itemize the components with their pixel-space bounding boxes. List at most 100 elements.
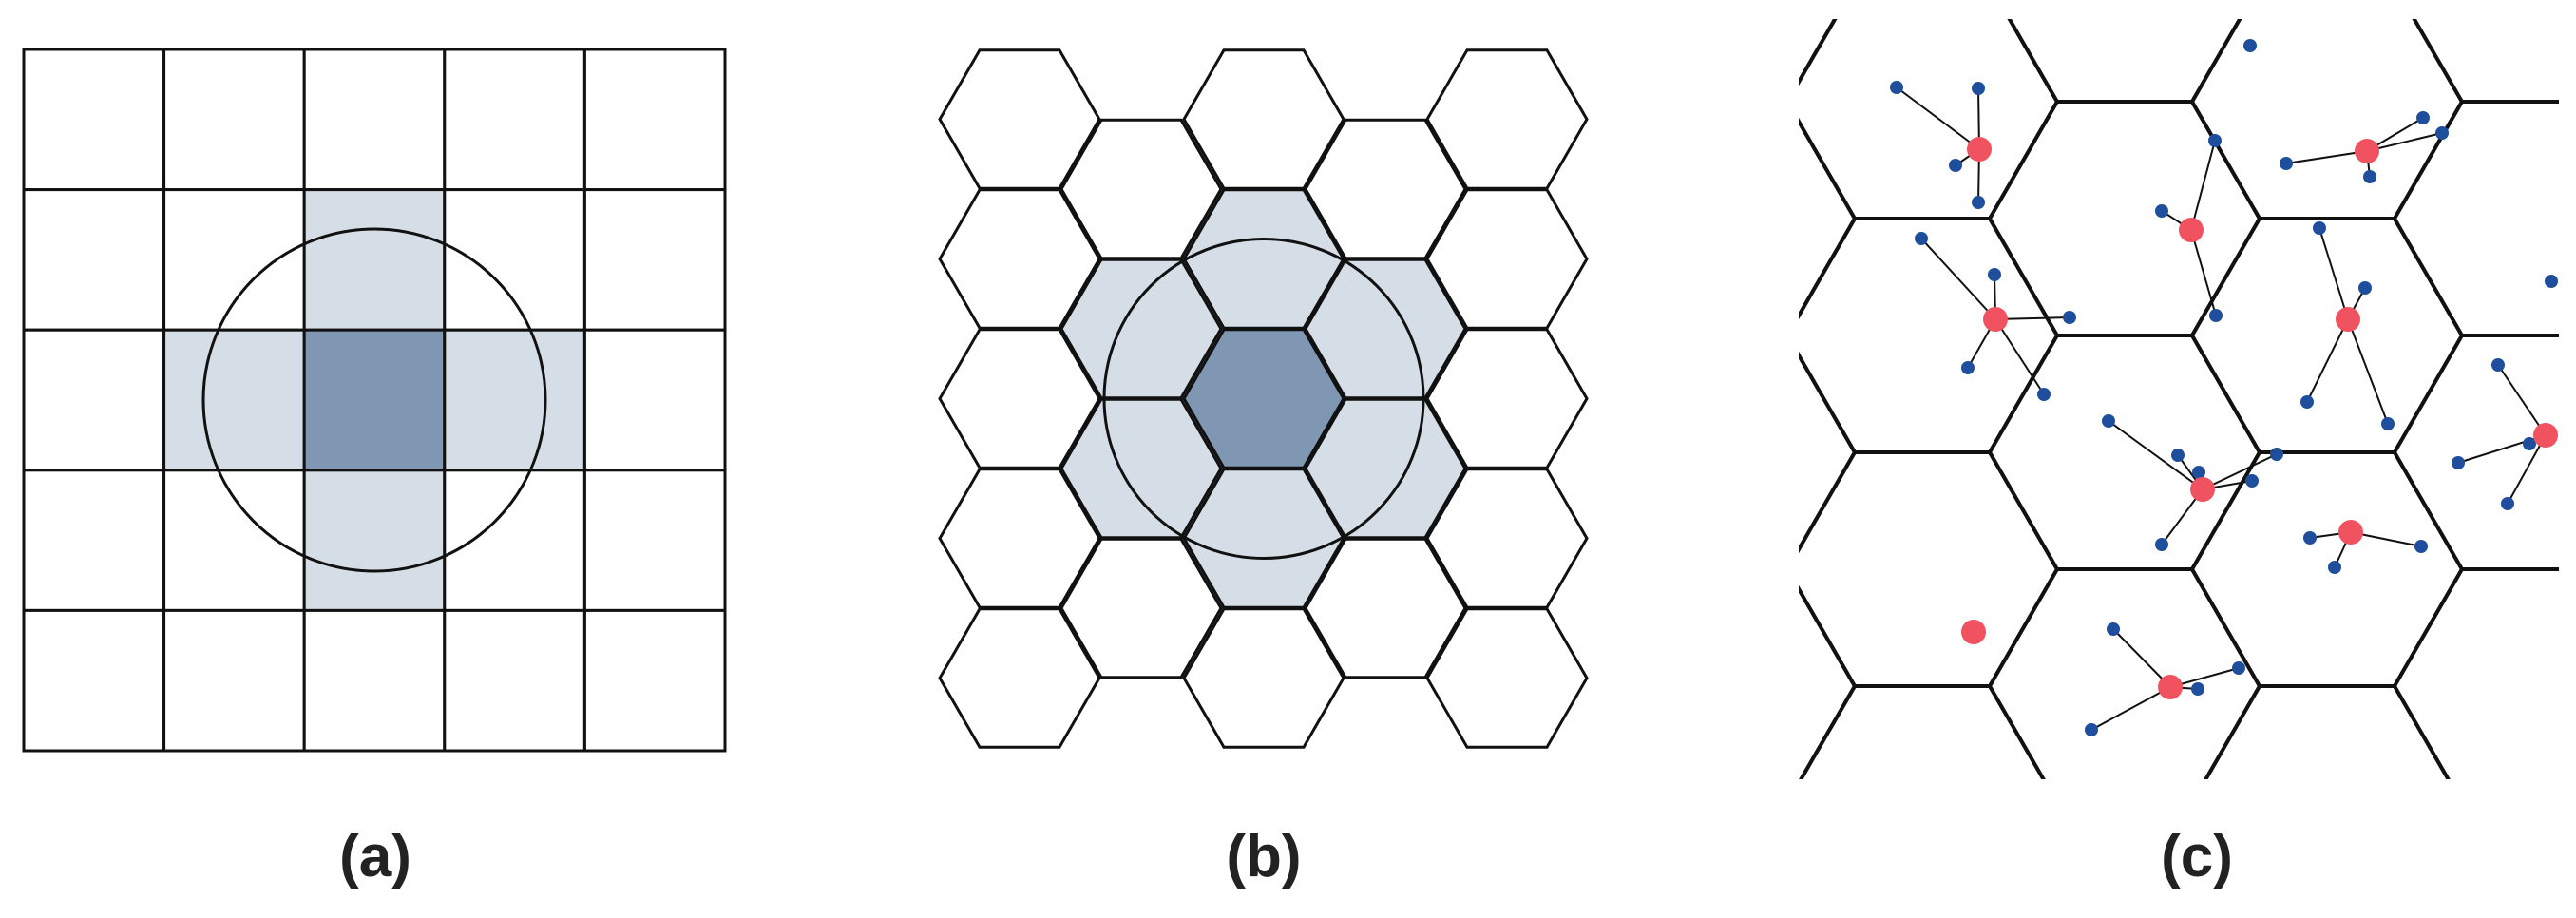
hex-cell <box>2412 19 2559 104</box>
cluster-link <box>2202 453 2278 490</box>
member-point <box>1988 268 2001 281</box>
member-point <box>2102 414 2115 428</box>
cluster-link <box>1896 86 1980 150</box>
cluster-center <box>2179 218 2204 242</box>
cluster-link <box>2507 434 2547 505</box>
cluster-center <box>2336 307 2360 332</box>
member-point <box>2085 723 2098 736</box>
hex-cell <box>2392 567 2559 779</box>
cluster-center <box>2190 477 2215 502</box>
member-point <box>2381 417 2395 430</box>
grid-cell <box>22 48 166 192</box>
member-point <box>2416 111 2430 124</box>
hex-cell <box>1799 351 1858 554</box>
hex-cell <box>938 188 1101 330</box>
member-point <box>2523 437 2536 450</box>
grid-cell <box>443 469 586 612</box>
member-point <box>2328 561 2341 574</box>
panel-label-c: (c) <box>2161 824 2233 889</box>
grid-cell <box>22 469 166 612</box>
panel-a-square-grid <box>22 48 727 753</box>
grid-cell <box>582 188 727 332</box>
cluster-link <box>2306 318 2349 403</box>
neighbor-hex <box>1059 397 1223 540</box>
grid-cell <box>22 608 166 753</box>
member-point <box>1961 361 1975 374</box>
grid-cell <box>162 469 306 612</box>
cluster-link <box>1994 318 2045 395</box>
neighbor-hex <box>1304 258 1467 400</box>
member-point <box>2107 622 2120 636</box>
neighborhood-circle <box>201 227 547 573</box>
grid-cell <box>162 48 306 192</box>
cluster-link <box>1920 238 1996 320</box>
neighborhood-circle <box>1102 238 1425 560</box>
member-point <box>2191 682 2204 696</box>
member-point <box>2232 661 2245 675</box>
hex-cell <box>1425 468 1589 609</box>
member-point <box>2243 39 2257 52</box>
neighbor-cell <box>162 328 306 472</box>
member-point <box>2491 358 2505 372</box>
member-point <box>2501 497 2514 510</box>
member-point <box>2363 170 2376 183</box>
hex-cell <box>1425 188 1589 330</box>
hex-cell <box>1182 607 1345 749</box>
member-point <box>1972 82 1985 95</box>
panel-c-hex-clusters <box>1799 19 2559 779</box>
member-point <box>2414 540 2428 553</box>
member-point <box>2208 134 2222 147</box>
grid-cell <box>22 188 166 332</box>
hex-cell <box>1304 537 1467 679</box>
cluster-center <box>2158 675 2183 699</box>
cluster-link <box>2108 420 2204 490</box>
member-point <box>1972 196 1985 209</box>
member-point <box>1890 81 1903 94</box>
grid-cell <box>443 188 586 332</box>
hex-cell <box>938 607 1101 749</box>
member-point <box>2245 474 2259 488</box>
member-point <box>2063 311 2076 324</box>
hex-cell <box>938 468 1101 609</box>
member-point <box>2435 126 2449 140</box>
hex-grid-c <box>1799 19 2559 779</box>
cluster-link <box>2497 364 2547 436</box>
hex-cell <box>1059 537 1223 679</box>
panel-label-a: (a) <box>339 824 411 889</box>
cluster-link <box>2347 318 2389 425</box>
cluster-center <box>2338 520 2363 545</box>
grid-cell <box>582 608 727 753</box>
cluster-center <box>2355 139 2379 163</box>
grid-cell <box>162 188 306 332</box>
grid-cell <box>162 608 306 753</box>
grid-cell <box>443 48 586 192</box>
center-hex <box>1182 328 1345 469</box>
neighbor-hex <box>1059 258 1223 400</box>
member-point <box>2303 531 2317 545</box>
cluster-link <box>2190 229 2217 316</box>
member-point <box>2171 449 2185 462</box>
grid-cell <box>302 48 447 192</box>
cluster-link <box>2090 686 2171 731</box>
panel-label-b: (b) <box>1226 824 1301 889</box>
hex-cell <box>2392 100 2559 337</box>
cluster-center <box>1967 137 1992 162</box>
grid-cell <box>582 328 727 472</box>
hex-cell <box>1182 48 1345 190</box>
hex-cell <box>1799 117 1858 320</box>
hex-cell <box>1425 328 1589 469</box>
member-point <box>2313 221 2326 235</box>
neighbor-hex <box>1304 397 1467 540</box>
neighbor-cell <box>443 328 586 472</box>
grid-cell <box>22 328 166 472</box>
cluster-link <box>2318 227 2349 320</box>
neighbor-cell <box>302 469 447 612</box>
member-point <box>2155 204 2168 218</box>
hex-cell <box>1425 607 1589 749</box>
member-point <box>2300 395 2314 409</box>
member-point <box>2358 281 2372 295</box>
member-point <box>1915 232 1928 245</box>
cluster-link <box>2112 628 2171 688</box>
member-point <box>2209 309 2223 322</box>
cluster-center <box>1983 307 2008 332</box>
